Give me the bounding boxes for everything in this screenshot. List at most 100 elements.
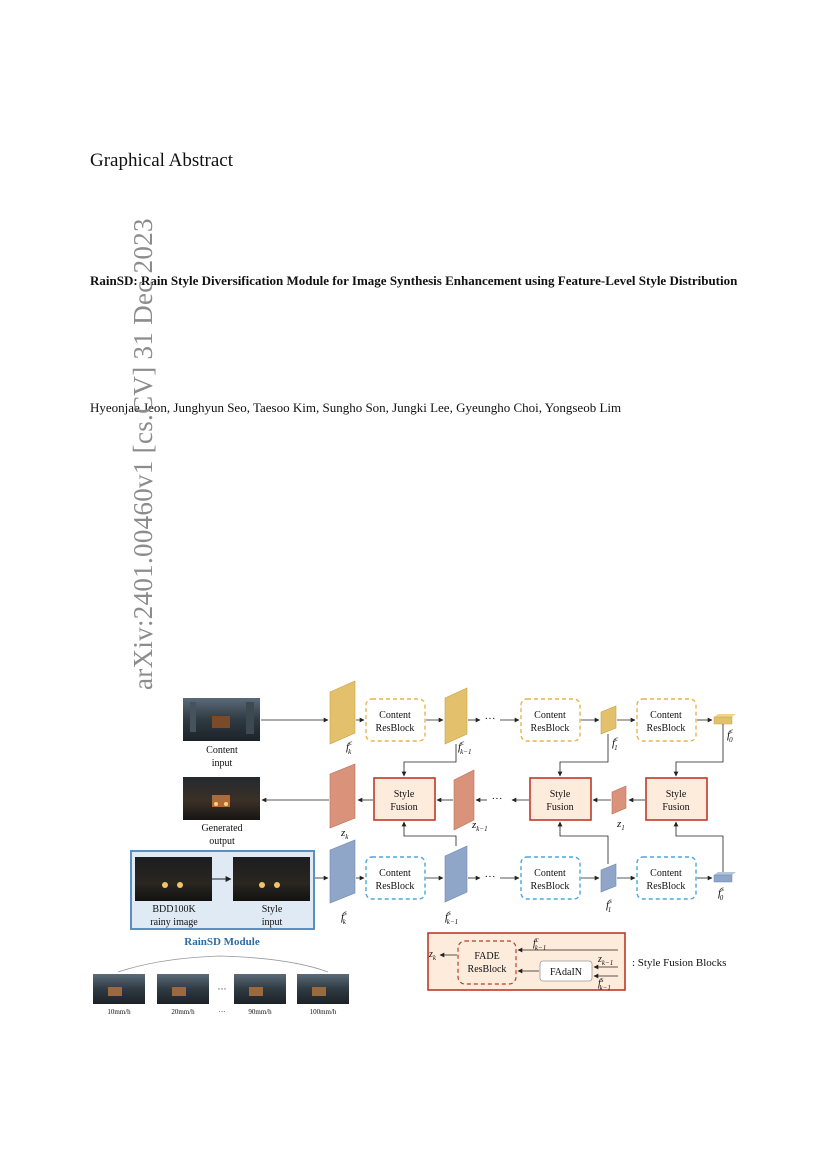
- intensity-label-90: 90mm/h: [248, 1008, 272, 1016]
- section-heading: Graphical Abstract: [90, 150, 233, 171]
- conn-fck1-to-fusion1: [401, 744, 457, 777]
- conn-f0c-to-fusion3: [673, 724, 724, 777]
- bdd100k-label-line1: BDD100K: [152, 904, 196, 915]
- content-resblock-2-label-line1: Content: [534, 710, 566, 721]
- legend-label-zk1: zk−1: [597, 954, 613, 967]
- style-resblock-2-label-line2: ResBlock: [531, 881, 570, 892]
- label-z1: z1: [616, 818, 625, 832]
- style-resblock-1-label-line2: ResBlock: [376, 881, 415, 892]
- intensity-thumbnail-10: [93, 974, 145, 1004]
- feature-f0c-top: [714, 714, 736, 717]
- conn-f1c-to-fusion2: [557, 734, 609, 777]
- legend-caption: : Style Fusion Blocks: [632, 957, 726, 969]
- graphical-abstract-figure: Content input Generated output BDD100K r…: [93, 680, 736, 1016]
- style-resblock-1-label-line1: Content: [379, 868, 411, 879]
- content-resblock-2: [520, 698, 581, 742]
- style-input-image: [233, 857, 310, 901]
- content-resblock-2-label-line2: ResBlock: [531, 723, 570, 734]
- label-zk-minus-1: zk−1: [471, 819, 488, 833]
- arxiv-stamp: arXiv:2401.00460v1 [cs.CV] 31 Dec 2023: [128, 218, 158, 690]
- content-input-label-line1: Content: [206, 745, 238, 756]
- style-resblock-3-label-line2: ResBlock: [647, 881, 686, 892]
- content-resblock-3: [636, 698, 697, 742]
- intensity-label-100: 100mm/h: [310, 1008, 337, 1016]
- intensity-label-20: 20mm/h: [171, 1008, 195, 1016]
- content-row-ellipsis: ···: [485, 713, 496, 725]
- style-resblock-2: [520, 856, 581, 900]
- generated-output-label-line1: Generated: [201, 823, 242, 834]
- conn-fsk1-to-fusion1: [401, 821, 457, 846]
- fadain-label: FAdaIN: [550, 967, 582, 978]
- style-resblock-1: [365, 856, 426, 900]
- style-input-label-line2: input: [262, 917, 283, 928]
- style-fusion-3-label-line1: Style: [666, 789, 687, 800]
- label-zk: zk: [340, 827, 349, 841]
- intensity-thumbnail-20: [157, 974, 209, 1004]
- fade-resblock: [457, 940, 517, 985]
- style-resblock-2-label-line1: Content: [534, 868, 566, 879]
- content-resblock-3-label-line2: ResBlock: [647, 723, 686, 734]
- feature-fck: [329, 680, 356, 745]
- content-resblock-1-label-line1: Content: [379, 710, 411, 721]
- style-fusion-3-label-line2: Fusion: [662, 802, 689, 813]
- bdd100k-image: [135, 857, 212, 901]
- style-resblock-3-label-line1: Content: [650, 868, 682, 879]
- bdd100k-label-line2: rainy image: [150, 917, 198, 928]
- feature-f1s: [600, 863, 617, 893]
- conn-f1s-to-fusion2: [557, 821, 609, 864]
- generated-output-label-line2: output: [209, 836, 235, 847]
- style-fusion-detail-box: [427, 932, 626, 991]
- fadain-block: [539, 960, 593, 982]
- feature-fsk: [329, 839, 356, 904]
- style-fusion-2-label-line2: Fusion: [546, 802, 573, 813]
- feature-f0c: [713, 716, 733, 725]
- content-resblock-1-label-line2: ResBlock: [376, 723, 415, 734]
- feature-f0s-top: [714, 872, 736, 875]
- style-fusion-2-label-line1: Style: [550, 789, 571, 800]
- paper-title: RainSD: Rain Style Diversification Modul…: [90, 273, 738, 288]
- style-resblock-3: [636, 856, 697, 900]
- legend-label-zk: zk: [428, 949, 437, 962]
- latent-row-ellipsis: ···: [492, 793, 503, 805]
- fade-resblock-label-line2: ResBlock: [468, 964, 507, 975]
- feature-f0s: [713, 874, 733, 883]
- intensity-ellipsis-top: ···: [218, 984, 227, 994]
- feature-fsk-minus-1: [444, 845, 468, 903]
- author-list: Hyeonjae Jeon, Junghyun Seo, Taesoo Kim,…: [90, 400, 622, 415]
- style-fusion-1-label-line2: Fusion: [390, 802, 417, 813]
- intensity-ellipsis-bottom: ···: [219, 1008, 226, 1016]
- style-fusion-block-1: [373, 777, 436, 821]
- feature-f1c: [600, 705, 617, 735]
- content-input-label-line2: input: [212, 758, 233, 769]
- latent-z1: [611, 785, 627, 815]
- latent-zk: [329, 763, 356, 829]
- generated-output-image: [183, 777, 260, 820]
- style-fusion-block-3: [645, 777, 708, 821]
- conn-f0s-to-fusion3: [673, 821, 724, 872]
- intensity-thumbnail-90: [234, 974, 286, 1004]
- style-fusion-1-label-line1: Style: [394, 789, 415, 800]
- intensity-thumbnail-100: [297, 974, 349, 1004]
- style-row-ellipsis: ···: [485, 871, 496, 883]
- feature-fck-minus-1: [444, 687, 468, 745]
- content-resblock-3-label-line1: Content: [650, 710, 682, 721]
- latent-zk-minus-1: [453, 769, 475, 831]
- style-fusion-block-2: [529, 777, 592, 821]
- intensity-bracket: [117, 955, 329, 973]
- intensity-label-10: 10mm/h: [107, 1008, 131, 1016]
- rainsd-module-label: RainSD Module: [184, 936, 260, 948]
- style-input-label-line1: Style: [262, 904, 283, 915]
- fade-resblock-label-line1: FADE: [474, 951, 499, 962]
- content-input-image: [183, 698, 260, 741]
- content-resblock-1: [365, 698, 426, 742]
